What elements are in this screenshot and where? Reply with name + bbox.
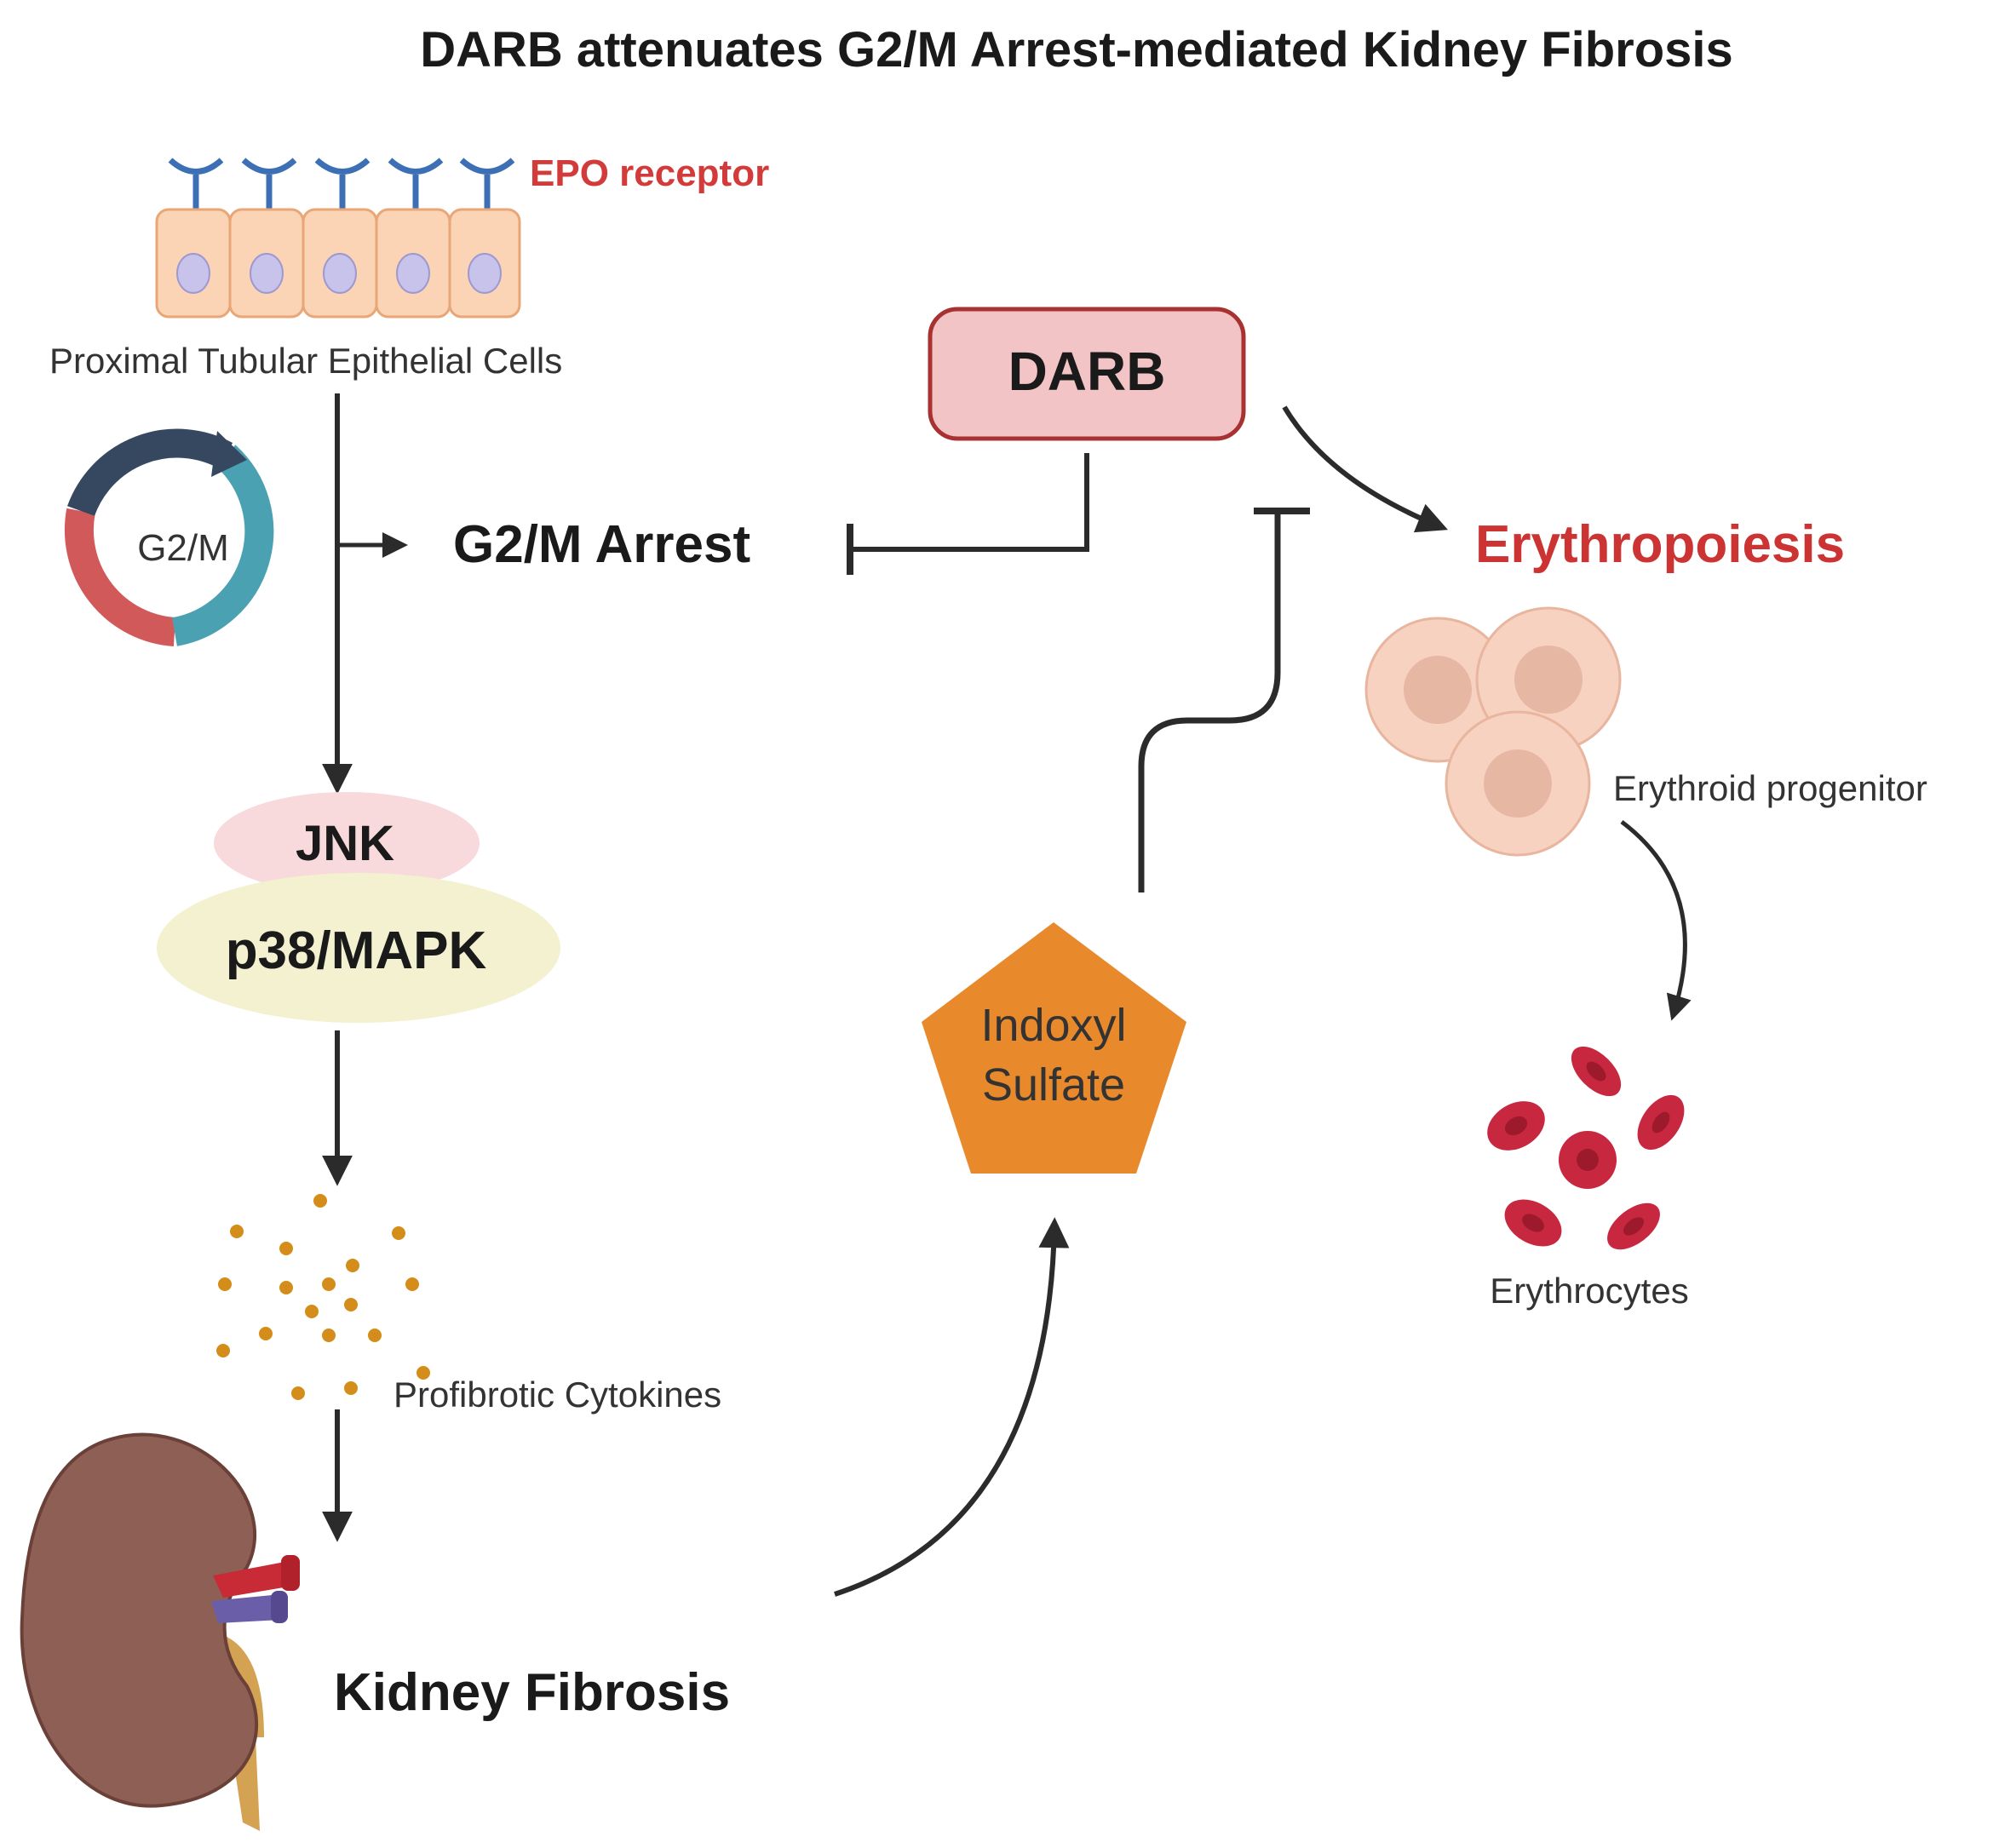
darb-label: DARB bbox=[1008, 341, 1166, 402]
erythrocytes bbox=[1487, 1046, 1685, 1250]
receptor-icon bbox=[388, 158, 444, 211]
erythroid-progenitor-label: Erythroid progenitor bbox=[1613, 768, 1927, 808]
cytokine-dots bbox=[216, 1194, 430, 1400]
erythrocytes-label: Erythrocytes bbox=[1490, 1271, 1688, 1311]
nucleus-icon bbox=[396, 253, 430, 294]
nucleus-icon bbox=[176, 253, 210, 294]
progenitor-to-erythrocyte-arrow bbox=[1620, 820, 1692, 1021]
nucleus-icon bbox=[323, 253, 357, 294]
erythroid-progenitor-cells bbox=[1364, 606, 1622, 857]
cytokines-label: Profibrotic Cytokines bbox=[393, 1375, 721, 1415]
darb-to-erythropoiesis-arrow bbox=[1282, 405, 1448, 533]
nucleus-icon bbox=[250, 253, 284, 294]
kidney-icon bbox=[20, 1432, 300, 1831]
p38-ellipse bbox=[157, 873, 560, 1023]
epo-receptors bbox=[168, 158, 515, 211]
indoxyl-inhibits-erythropoiesis-line bbox=[1138, 513, 1281, 892]
p38-label: p38/MAPK bbox=[226, 921, 487, 980]
fibrosis-to-indoxyl-arrow bbox=[834, 1217, 1070, 1597]
erythropoiesis-label: Erythropoiesis bbox=[1475, 515, 1845, 574]
cell-cycle-icon bbox=[64, 428, 274, 646]
receptor-icon bbox=[459, 158, 515, 211]
cell-cycle-label: G2/M bbox=[137, 527, 229, 569]
indoxyl-sulfate-pentagon bbox=[922, 922, 1186, 1174]
ptec-label: Proximal Tubular Epithelial Cells bbox=[49, 341, 562, 381]
nucleus-icon bbox=[468, 253, 502, 294]
jnk-label: JNK bbox=[296, 816, 394, 871]
receptor-icon bbox=[241, 158, 297, 211]
indoxyl-label-line1: Indoxyl bbox=[980, 1000, 1126, 1051]
darb-box bbox=[928, 307, 1246, 441]
indoxyl-label-line2: Sulfate bbox=[982, 1059, 1125, 1111]
jnk-ellipse bbox=[214, 792, 480, 894]
receptor-icon bbox=[314, 158, 371, 211]
epithelial-cells bbox=[155, 208, 521, 319]
diagram-title: DARB attenuates G2/M Arrest-mediated Kid… bbox=[420, 22, 1733, 77]
receptor-icon bbox=[168, 158, 224, 211]
g2m-arrest-label: G2/M Arrest bbox=[453, 515, 750, 574]
darb-inhibits-arrest-line bbox=[850, 453, 1089, 552]
epo-receptor-label: EPO receptor bbox=[530, 152, 769, 194]
kidney-fibrosis-label: Kidney Fibrosis bbox=[334, 1663, 730, 1722]
